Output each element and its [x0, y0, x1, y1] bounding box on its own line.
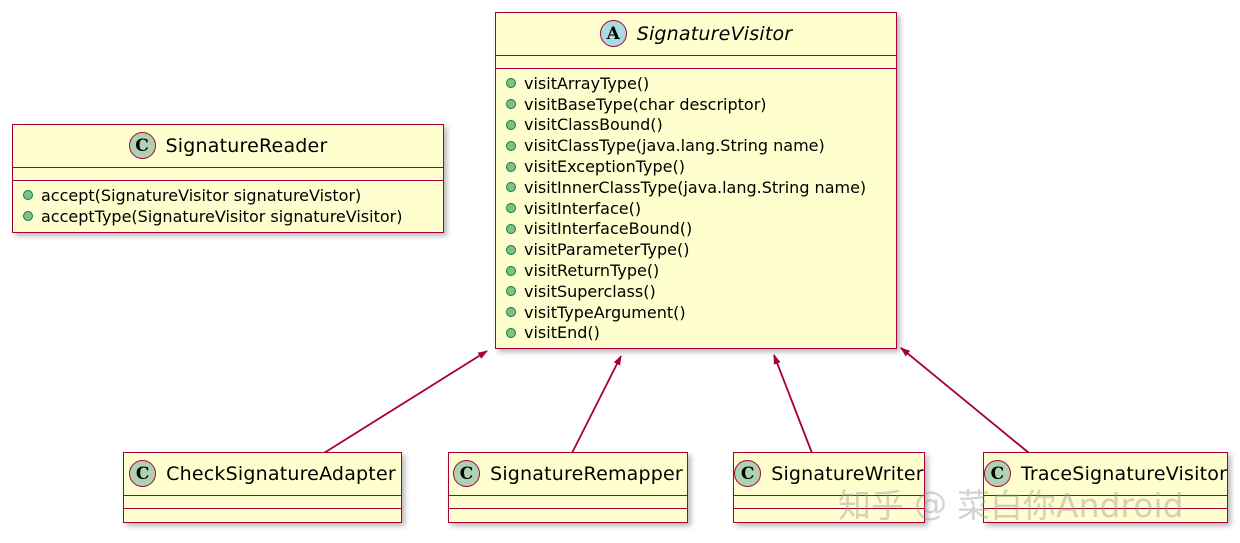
class-icon: C — [983, 460, 1011, 487]
class-methods-trace-signature-visitor — [984, 509, 1227, 522]
class-name-trace-signature-visitor: TraceSignatureVisitor — [1020, 462, 1228, 485]
method-row: visitInnerClassType(java.lang.String nam… — [496, 177, 896, 198]
method-row: accept(SignatureVisitor signatureVistor) — [13, 185, 443, 206]
class-header-signature-reader: C SignatureReader — [13, 125, 443, 168]
method-row: visitExceptionType() — [496, 156, 896, 177]
method-label: visitBaseType(char descriptor) — [524, 94, 767, 114]
method-row: acceptType(SignatureVisitor signatureVis… — [13, 206, 443, 227]
method-row: visitParameterType() — [496, 239, 896, 260]
link-signature-writer — [773, 354, 813, 454]
class-name-signature-reader: SignatureReader — [165, 134, 328, 157]
visibility-public-icon — [23, 211, 33, 222]
method-row: visitBaseType(char descriptor) — [496, 94, 896, 115]
method-row: visitClassType(java.lang.String name) — [496, 135, 896, 156]
method-label: visitParameterType() — [524, 240, 690, 260]
method-label: acceptType(SignatureVisitor signatureVis… — [41, 206, 403, 226]
visibility-public-icon — [506, 119, 516, 130]
class-name-signature-writer: SignatureWriter — [771, 462, 924, 485]
method-row: visitArrayType() — [496, 73, 896, 94]
visibility-public-icon — [506, 307, 516, 318]
method-label: visitInterface() — [524, 198, 642, 218]
class-methods-signature-remapper — [449, 509, 687, 522]
visibility-public-icon — [506, 223, 516, 234]
visibility-public-icon — [506, 161, 516, 172]
method-row: visitReturnType() — [496, 260, 896, 281]
method-label: visitArrayType() — [524, 73, 650, 93]
class-name-check-signature-adapter: CheckSignatureAdapter — [166, 462, 396, 485]
class-box-trace-signature-visitor[interactable]: C TraceSignatureVisitor — [983, 452, 1228, 523]
visibility-public-icon — [506, 78, 516, 89]
class-methods-signature-writer — [734, 509, 924, 522]
link-signature-remapper — [571, 355, 622, 454]
link-trace-signature-visitor — [900, 347, 1030, 454]
visibility-public-icon — [506, 140, 516, 151]
abstract-class-icon: A — [599, 20, 627, 47]
class-methods-signature-reader: accept(SignatureVisitor signatureVistor)… — [13, 181, 443, 232]
class-icon: C — [734, 460, 762, 487]
method-label: visitInnerClassType(java.lang.String nam… — [524, 177, 867, 197]
visibility-public-icon — [506, 327, 516, 338]
method-label: visitClassType(java.lang.String name) — [524, 136, 825, 156]
class-box-signature-writer[interactable]: C SignatureWriter — [733, 452, 925, 523]
method-label: visitInterfaceBound() — [524, 219, 693, 239]
class-attributes-signature-remapper — [449, 496, 687, 509]
method-row: visitEnd() — [496, 323, 896, 344]
visibility-public-icon — [506, 244, 516, 255]
class-box-check-signature-adapter[interactable]: C CheckSignatureAdapter — [123, 452, 402, 523]
class-methods-signature-visitor: visitArrayType() visitBaseType(char desc… — [496, 69, 896, 348]
class-attributes-signature-writer — [734, 496, 924, 509]
class-attributes-signature-visitor — [496, 56, 896, 69]
class-header-check-signature-adapter: C CheckSignatureAdapter — [124, 453, 401, 496]
method-row: visitSuperclass() — [496, 281, 896, 302]
method-row: visitInterface() — [496, 198, 896, 219]
visibility-public-icon — [506, 203, 516, 214]
class-header-signature-visitor: A SignatureVisitor — [496, 13, 896, 56]
class-icon: C — [128, 132, 156, 159]
class-attributes-check-signature-adapter — [124, 496, 401, 509]
method-label: visitSuperclass() — [524, 281, 656, 301]
method-label: visitClassBound() — [524, 115, 663, 135]
method-label: visitTypeArgument() — [524, 302, 686, 322]
visibility-public-icon — [506, 99, 516, 110]
visibility-public-icon — [23, 190, 33, 201]
class-box-signature-visitor[interactable]: A SignatureVisitor visitArrayType() visi… — [495, 12, 897, 350]
class-icon: C — [129, 460, 157, 487]
class-name-signature-visitor: SignatureVisitor — [636, 22, 793, 45]
class-box-signature-reader[interactable]: C SignatureReader accept(SignatureVisito… — [12, 124, 444, 233]
visibility-public-icon — [506, 286, 516, 297]
link-check-signature-adapter — [323, 350, 488, 454]
class-attributes-signature-reader — [13, 168, 443, 181]
method-row: visitClassBound() — [496, 115, 896, 136]
class-box-signature-remapper[interactable]: C SignatureRemapper — [448, 452, 688, 523]
method-row: visitInterfaceBound() — [496, 219, 896, 240]
visibility-public-icon — [506, 265, 516, 276]
method-row: visitTypeArgument() — [496, 302, 896, 323]
class-header-trace-signature-visitor: C TraceSignatureVisitor — [983, 453, 1228, 496]
class-header-signature-writer: C SignatureWriter — [734, 453, 924, 496]
method-label: visitReturnType() — [524, 261, 660, 281]
visibility-public-icon — [506, 182, 516, 193]
class-methods-check-signature-adapter — [124, 509, 401, 522]
method-label: visitExceptionType() — [524, 157, 685, 177]
class-attributes-trace-signature-visitor — [984, 496, 1227, 509]
class-header-signature-remapper: C SignatureRemapper — [449, 453, 687, 496]
method-label: visitEnd() — [524, 323, 600, 343]
method-label: accept(SignatureVisitor signatureVistor) — [41, 185, 362, 205]
class-name-signature-remapper: SignatureRemapper — [490, 462, 683, 485]
class-icon: C — [453, 460, 481, 487]
